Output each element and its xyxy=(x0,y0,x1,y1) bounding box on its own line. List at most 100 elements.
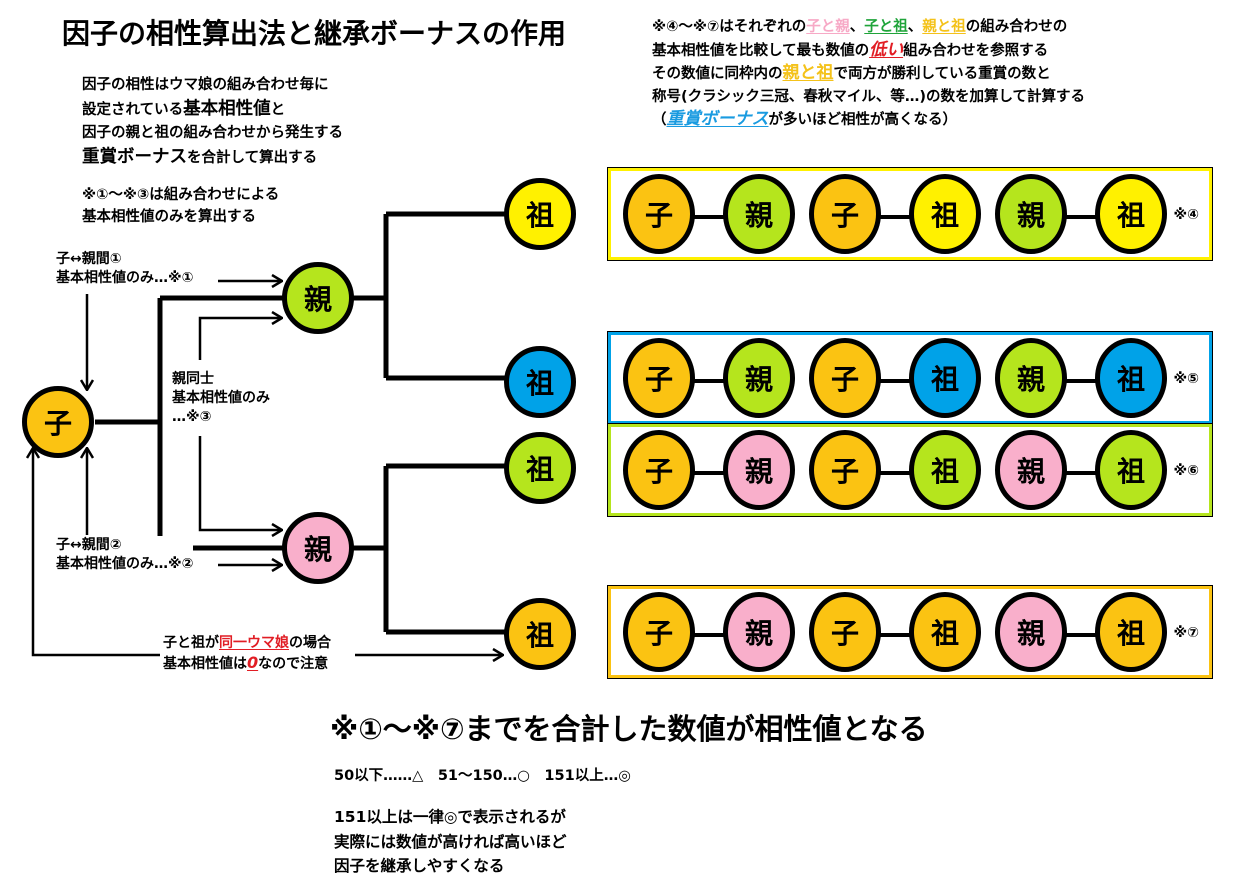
text: 基本相性値は xyxy=(163,656,247,672)
combination-node-label: 親 xyxy=(1016,199,1045,232)
combination-connector xyxy=(689,633,729,637)
combination-connector xyxy=(875,471,915,475)
parents-label-line-1: 親同士 xyxy=(172,371,214,387)
combination-node: 子 xyxy=(623,174,695,254)
text: なので注意 xyxy=(258,656,329,672)
combination-node-label: 親 xyxy=(1016,455,1045,488)
parent2-node-label: 親 xyxy=(303,533,332,566)
text: 基本相性値を比較して最も数値の xyxy=(652,42,870,59)
combination-connector xyxy=(1061,633,1101,637)
combination-node: 祖 xyxy=(909,338,981,418)
combination-node: 子 xyxy=(623,592,695,672)
child-node-label: 子 xyxy=(43,407,72,440)
intro-line-1: 因子の相性はウマ娘の組み合わせ毎に xyxy=(82,77,329,93)
text: 組み合わせを参照する xyxy=(903,42,1049,59)
grandparent3-node-label: 祖 xyxy=(525,453,554,486)
child-grandparent-term: 子と祖 xyxy=(864,19,908,35)
arrow-parents-mutual-top xyxy=(198,318,282,360)
combination-node-label: 祖 xyxy=(930,455,959,488)
arrow-same-horse-to-child xyxy=(33,448,160,657)
combination-mark: ※⑥ xyxy=(1173,463,1199,479)
combination-node-label: 祖 xyxy=(1116,617,1145,650)
pair2-label-line-1: 子↔親間② xyxy=(56,537,122,553)
text: 、 xyxy=(907,19,923,35)
text: の場合 xyxy=(289,635,331,651)
note-1-3-line-2: 基本相性値のみを算出する xyxy=(82,209,256,225)
parent-grandparent-term: 親と祖 xyxy=(922,19,966,35)
parent-grandparent-term: 親と祖 xyxy=(782,63,834,83)
intro-text: 設定されている xyxy=(82,101,184,118)
combo-line-3: その数値に同枠内の親と祖で両方が勝利している重賞の数と xyxy=(652,62,1085,86)
grandparent2-node-label: 祖 xyxy=(525,367,554,400)
grandparent4-node: 祖 xyxy=(504,598,576,670)
pair1-label-line-1: 子↔親間① xyxy=(56,251,122,267)
same-horse-line-1: 子と祖が同一ウマ娘の場合 xyxy=(163,634,331,653)
combination-node: 親 xyxy=(995,430,1067,510)
combination-node-label: 親 xyxy=(744,199,773,232)
combination-box: 子親子祖親祖※⑤ xyxy=(607,331,1213,425)
combination-node: 親 xyxy=(723,430,795,510)
combination-node-label: 親 xyxy=(1016,617,1045,650)
parent2-grandparent-bracket xyxy=(350,463,510,635)
combination-node: 子 xyxy=(623,430,695,510)
combination-node-label: 親 xyxy=(1016,363,1045,396)
combination-box: 子 親 子 祖 親 祖 ※⑥ xyxy=(607,423,1213,517)
combination-node: 親 xyxy=(723,338,795,418)
pair1-label: 子↔親間① 基本相性値のみ…※① xyxy=(56,250,194,288)
intro-line-2: 設定されている基本相性値と xyxy=(82,98,343,123)
combination-box: 子親子祖親祖※④ xyxy=(607,167,1213,261)
combination-node-label: 祖 xyxy=(1116,199,1145,232)
child-node: 子 xyxy=(22,386,94,458)
combination-node-label: 子 xyxy=(830,455,859,488)
base-affinity-term: 基本相性値 xyxy=(183,98,271,119)
same-horse-line-2: 基本相性値は0なので注意 xyxy=(163,653,331,674)
combination-node-label: 子 xyxy=(644,455,673,488)
combination-node: 子 xyxy=(809,430,881,510)
parents-label-line-2: 基本相性値のみ xyxy=(172,390,270,406)
combination-node: 祖 xyxy=(909,592,981,672)
lowest-term: 低い xyxy=(869,39,904,60)
combination-node-label: 祖 xyxy=(930,199,959,232)
note-1-3: ※①～※③は組み合わせによる 基本相性値のみを算出する xyxy=(82,184,279,228)
combination-node: 祖 xyxy=(909,430,981,510)
text: 子と祖が xyxy=(163,635,219,651)
combination-node: 祖 xyxy=(909,174,981,254)
text: 、 xyxy=(849,19,865,35)
page-title: 因子の相性算出法と継承ボーナスの作用 xyxy=(62,17,567,50)
combination-mark: ※⑤ xyxy=(1173,371,1199,387)
text: が多いほど相性が高くなる） xyxy=(768,112,958,128)
combination-node-label: 子 xyxy=(644,617,673,650)
combination-connector xyxy=(689,471,729,475)
parent1-node-label: 親 xyxy=(303,283,332,316)
parents-label: 親同士 基本相性値のみ …※③ xyxy=(172,370,270,427)
parent2-node: 親 xyxy=(282,512,354,584)
combination-node-label: 祖 xyxy=(930,617,959,650)
grandparent1-node: 祖 xyxy=(504,178,576,250)
combo-line-4: 称号(クラシック三冠、春秋マイル、等…)の数を加算して計算する xyxy=(652,88,1086,105)
grandparent3-node: 祖 xyxy=(504,432,576,504)
combination-node: 親 xyxy=(995,174,1067,254)
combination-node: 親 xyxy=(723,174,795,254)
footer-line-2: 実際には数値が高ければ高いほど xyxy=(334,832,567,851)
combination-connector xyxy=(875,379,915,383)
combo-line-2: 基本相性値を比較して最も数値の低い組み合わせを参照する xyxy=(652,39,1085,63)
pair1-label-line-2: 基本相性値のみ…※① xyxy=(56,270,194,286)
combination-node: 祖 xyxy=(1095,430,1167,510)
combination-mark: ※⑦ xyxy=(1173,625,1199,641)
combination-node: 祖 xyxy=(1095,592,1167,672)
child-parent-term: 子と親 xyxy=(806,19,850,35)
pair2-label-line-2: 基本相性値のみ…※② xyxy=(56,556,194,572)
combination-node-label: 親 xyxy=(744,455,773,488)
parents-label-line-3: …※③ xyxy=(172,409,212,425)
combination-connector xyxy=(689,215,729,219)
summary-heading: ※①～※⑦までを合計した数値が相性値となる xyxy=(330,712,928,746)
combination-node-label: 子 xyxy=(830,363,859,396)
footer-line-3: 因子を継承しやすくなる xyxy=(334,857,505,875)
text: の組み合わせの xyxy=(965,19,1068,35)
combination-node-label: 祖 xyxy=(930,363,959,396)
combination-node: 子 xyxy=(809,592,881,672)
text: （ xyxy=(652,112,667,128)
combination-node: 祖 xyxy=(1095,174,1167,254)
parent1-grandparent-bracket xyxy=(350,211,510,381)
combination-box: 子親子祖親祖※⑦ xyxy=(607,585,1213,679)
